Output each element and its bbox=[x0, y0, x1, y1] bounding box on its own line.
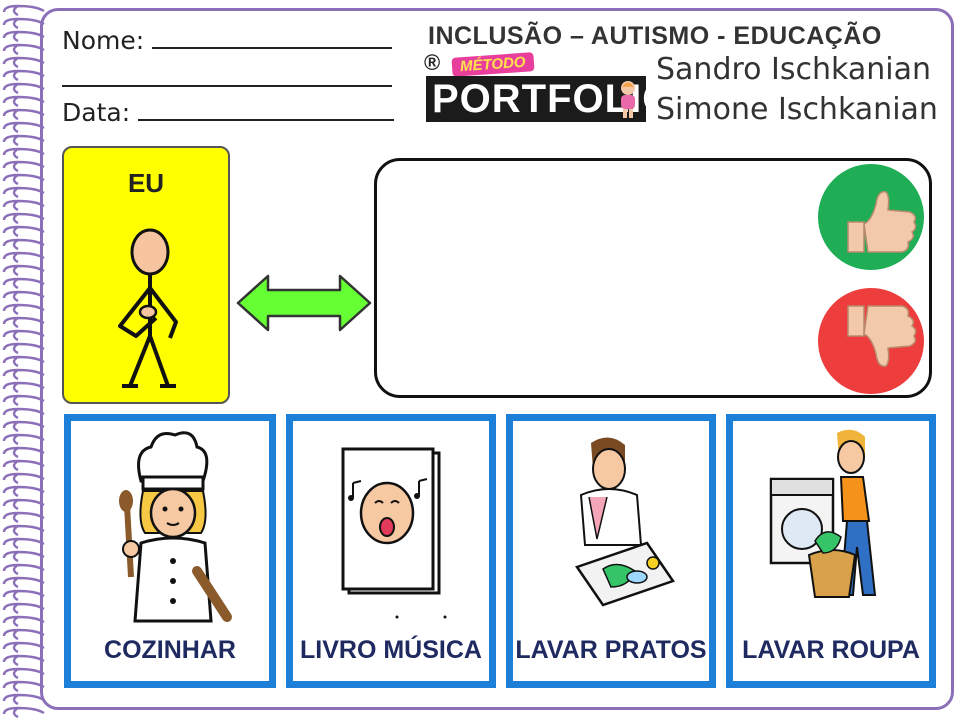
spiral-coil bbox=[2, 381, 45, 394]
thumbs-up-icon bbox=[847, 191, 917, 253]
thumbs-down-button[interactable] bbox=[818, 288, 924, 394]
activity-card-livro-musica[interactable]: LIVRO MÚSICA bbox=[286, 414, 496, 688]
spiral-coil bbox=[2, 524, 45, 537]
spiral-coil bbox=[2, 199, 45, 212]
spiral-coil bbox=[2, 420, 45, 433]
spiral-coil bbox=[2, 433, 45, 446]
spiral-coil bbox=[2, 17, 45, 30]
spiral-coil bbox=[2, 511, 45, 524]
spiral-coil bbox=[2, 615, 45, 628]
name-field-continued[interactable] bbox=[62, 64, 392, 93]
spiral-coil bbox=[2, 537, 45, 550]
author-1: Sandro Ischkanian bbox=[656, 52, 932, 87]
spiral-coil bbox=[2, 95, 45, 108]
spiral-coil bbox=[2, 342, 45, 355]
spiral-coil bbox=[2, 563, 45, 576]
spiral-coil bbox=[2, 43, 45, 56]
spiral-coil bbox=[2, 446, 45, 459]
activity-label: COZINHAR bbox=[104, 636, 236, 664]
name-field[interactable]: Nome: bbox=[62, 26, 393, 55]
date-line[interactable] bbox=[138, 119, 395, 121]
spiral-coil bbox=[2, 472, 45, 485]
activity-label: LAVAR PRATOS bbox=[515, 636, 707, 664]
spiral-coil bbox=[2, 589, 45, 602]
spiral-coil bbox=[2, 121, 45, 134]
spiral-coil bbox=[2, 667, 45, 680]
spiral-coil bbox=[2, 108, 45, 121]
spiral-coil bbox=[2, 69, 45, 82]
spiral-coil bbox=[2, 290, 45, 303]
spiral-coil bbox=[2, 173, 45, 186]
spiral-coil bbox=[2, 550, 45, 563]
washing-clothes-icon bbox=[769, 429, 877, 598]
chef-icon bbox=[119, 431, 232, 623]
spiral-coil bbox=[2, 277, 45, 290]
date-field[interactable]: Data: bbox=[62, 98, 395, 127]
spiral-coil bbox=[2, 602, 45, 615]
activity-card-lavar-pratos[interactable]: LAVAR PRATOS bbox=[506, 414, 716, 688]
spiral-coil bbox=[2, 30, 45, 43]
spiral-coil bbox=[2, 251, 45, 264]
thumbs-up-button[interactable] bbox=[818, 164, 924, 270]
activity-label: LIVRO MÚSICA bbox=[300, 636, 482, 664]
spiral-coil bbox=[2, 225, 45, 238]
spiral-coil bbox=[2, 4, 45, 17]
spiral-coil bbox=[2, 576, 45, 589]
eu-card: EU bbox=[62, 146, 230, 404]
registered-mark: ® bbox=[424, 50, 441, 75]
logo-tag: MÉTODO bbox=[451, 52, 535, 77]
washing-dishes-icon bbox=[575, 437, 675, 607]
spiral-coil bbox=[2, 654, 45, 667]
author-2: Simone Ischkanian bbox=[656, 92, 938, 127]
spiral-coil bbox=[2, 147, 45, 160]
spiral-coil bbox=[2, 329, 45, 342]
spiral-coil bbox=[2, 316, 45, 329]
logo-child-icon bbox=[621, 81, 635, 118]
spiral-coil bbox=[2, 628, 45, 641]
activity-label: LAVAR ROUPA bbox=[742, 636, 920, 664]
spiral-coil bbox=[2, 693, 45, 706]
double-arrow-icon bbox=[236, 274, 372, 332]
spiral-coil bbox=[2, 394, 45, 407]
page-frame bbox=[40, 8, 954, 710]
spiral-coil bbox=[2, 498, 45, 511]
self-pointing-icon bbox=[118, 228, 178, 388]
singing-book-icon bbox=[341, 447, 447, 619]
spiral-coil bbox=[2, 82, 45, 95]
logo-word: PORTFOLIO bbox=[426, 76, 673, 122]
eu-label: EU bbox=[127, 168, 165, 198]
spiral-coil bbox=[2, 407, 45, 420]
name-line-2[interactable] bbox=[62, 85, 392, 87]
page-title: INCLUSÃO – AUTISMO - EDUCAÇÃO bbox=[428, 22, 882, 50]
spiral-coil bbox=[2, 485, 45, 498]
name-label: Nome: bbox=[62, 26, 145, 55]
spiral-coil bbox=[2, 355, 45, 368]
spiral-coil bbox=[2, 368, 45, 381]
spiral-coil bbox=[2, 641, 45, 654]
date-label: Data: bbox=[62, 98, 131, 127]
spiral-coil bbox=[2, 160, 45, 173]
spiral-coil bbox=[2, 459, 45, 472]
spiral-coil bbox=[2, 186, 45, 199]
name-line[interactable] bbox=[152, 47, 393, 49]
spiral-coil bbox=[2, 212, 45, 225]
spiral-coil bbox=[2, 680, 45, 693]
activity-card-cozinhar[interactable]: COZINHAR bbox=[64, 414, 276, 688]
spiral-coil bbox=[2, 264, 45, 277]
spiral-coil bbox=[2, 238, 45, 251]
spiral-coil bbox=[2, 56, 45, 69]
thumbs-down-icon bbox=[847, 305, 917, 367]
spiral-coil bbox=[2, 303, 45, 316]
spiral-coil bbox=[2, 134, 45, 147]
spiral-binding bbox=[2, 4, 45, 719]
activity-card-lavar-roupa[interactable]: LAVAR ROUPA bbox=[726, 414, 936, 688]
spiral-coil bbox=[2, 706, 45, 719]
portfolio-logo: ® MÉTODO PORTFOLIO bbox=[424, 50, 673, 124]
